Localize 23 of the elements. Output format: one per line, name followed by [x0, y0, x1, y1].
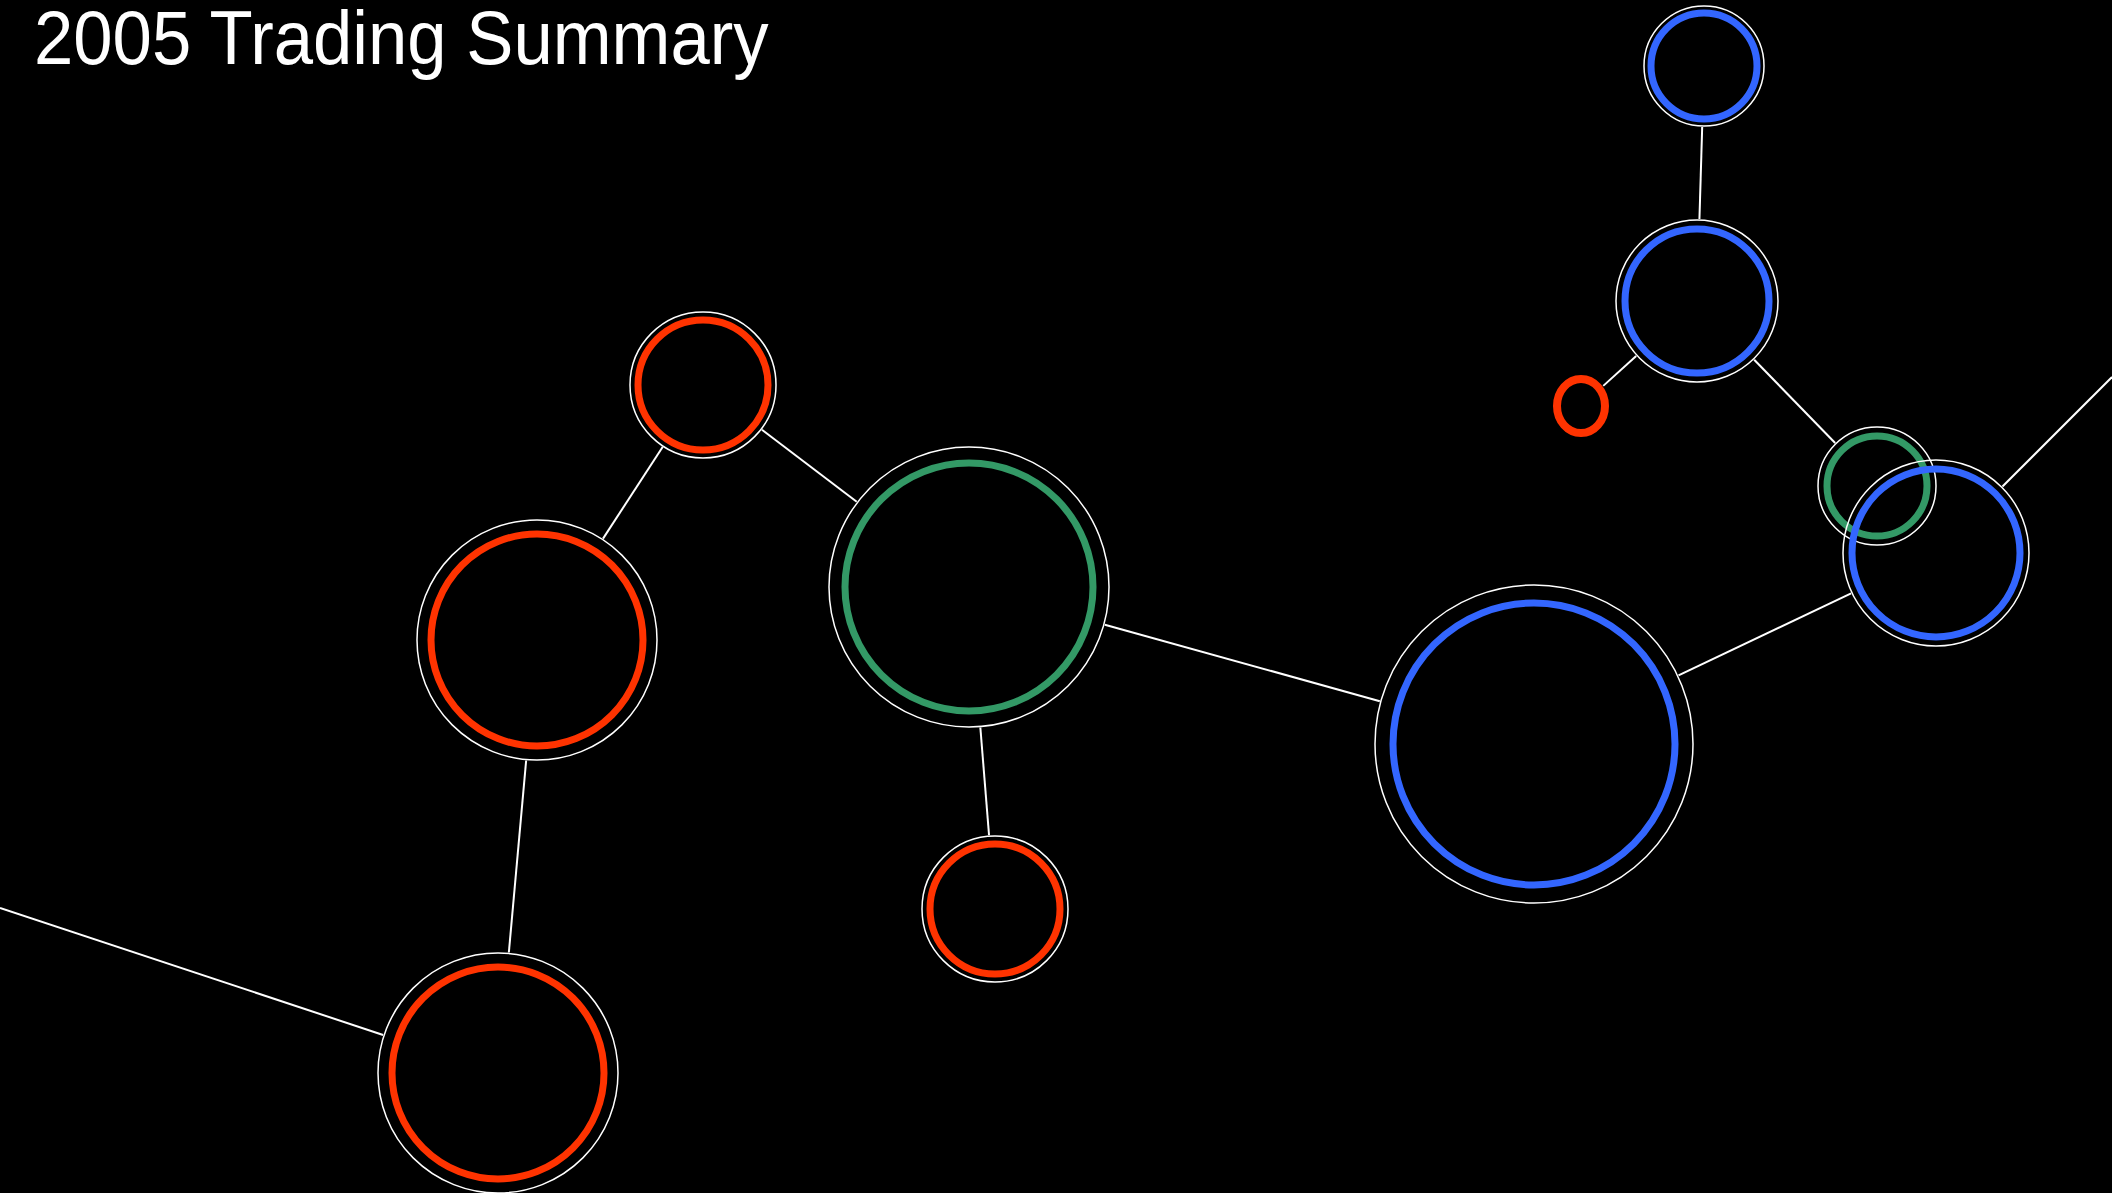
connector-line — [979, 726, 991, 837]
ring-node — [629, 311, 777, 459]
connector-line — [0, 907, 385, 1036]
circle-node — [1553, 375, 1609, 437]
ring-node — [416, 519, 658, 761]
connector-line — [602, 446, 664, 540]
ring-node — [377, 952, 619, 1193]
connector-line — [1753, 358, 1837, 444]
connector-line — [2001, 376, 2112, 488]
ring-node — [1374, 584, 1694, 904]
connector-line — [760, 428, 858, 503]
ring-node — [1643, 5, 1765, 127]
connector-line — [1698, 125, 1704, 221]
connector-line — [1677, 592, 1853, 677]
ring-node — [1817, 426, 1937, 546]
ring-node — [921, 835, 1069, 983]
title: 2005 Trading Summary — [34, 0, 769, 81]
ring-node — [828, 446, 1110, 728]
connector-line — [1103, 623, 1381, 703]
ring-node — [1842, 459, 2030, 647]
connector-line — [1602, 355, 1638, 387]
connector-line — [507, 759, 528, 954]
ring-node — [1615, 219, 1779, 383]
